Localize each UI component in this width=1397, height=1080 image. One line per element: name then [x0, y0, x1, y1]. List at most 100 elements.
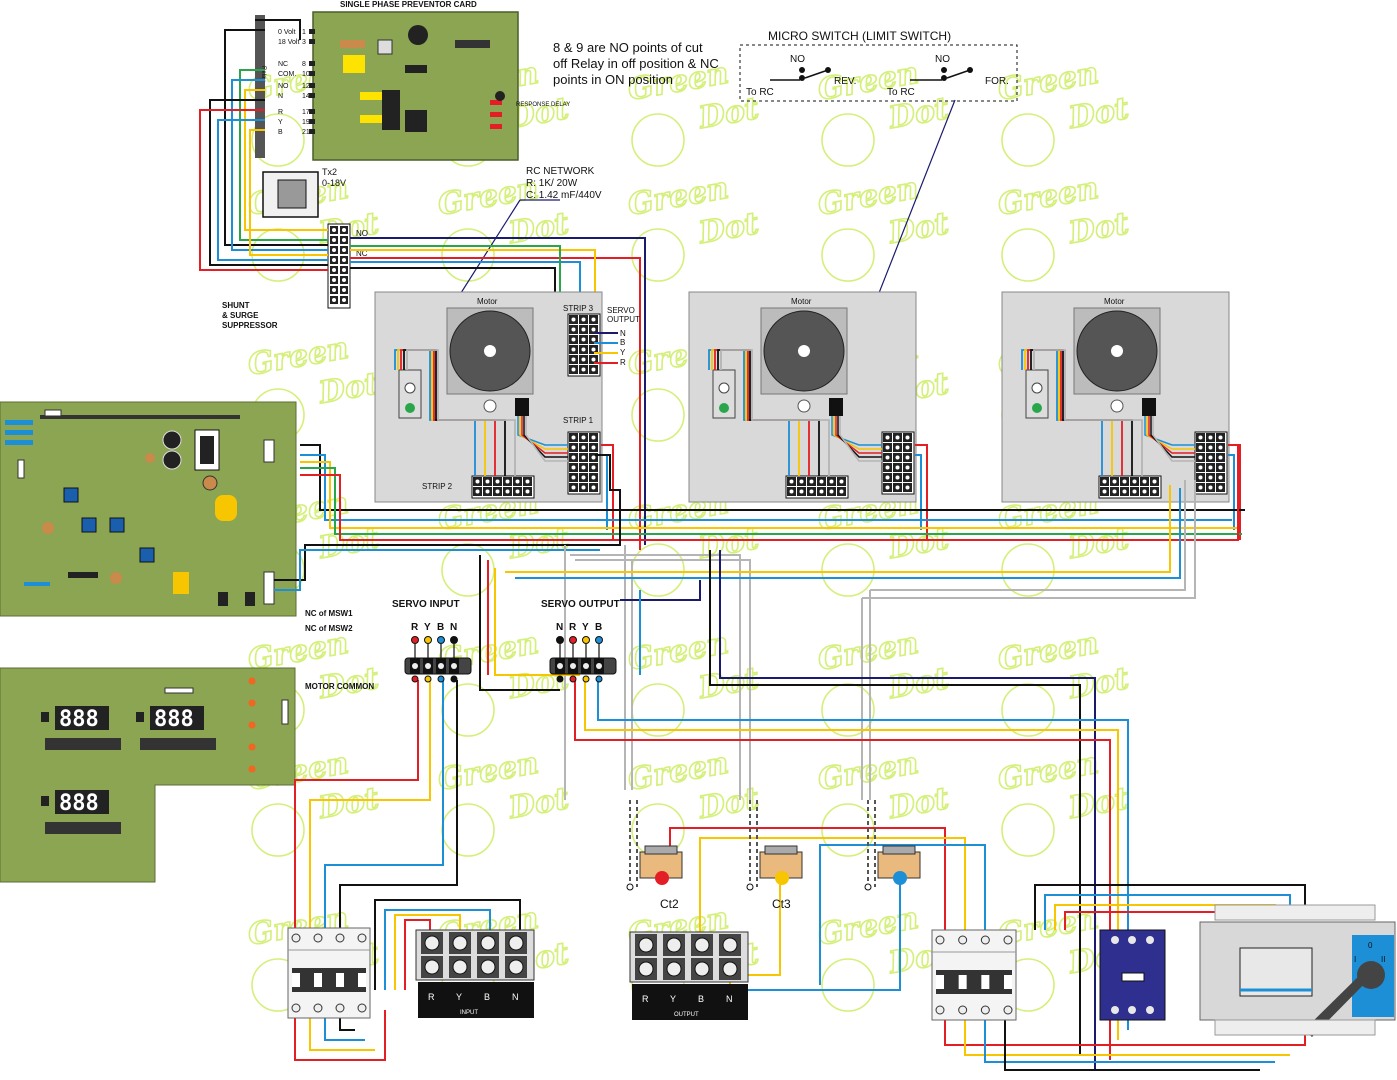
panel-wire: [1024, 349, 1113, 476]
pcb-cap-6: [110, 572, 122, 584]
motor-label: Motor: [477, 297, 498, 306]
grey-5: [862, 480, 1196, 599]
watermark-dot: Dot: [885, 661, 951, 706]
output-mcb-toggle: [936, 975, 944, 989]
pcb-cap-3: [202, 475, 218, 491]
strip-1-screw: [905, 435, 910, 440]
output-terminal-screw-top: [694, 937, 710, 953]
down-blue: [324, 680, 444, 930]
strip-3-screw: [591, 347, 596, 352]
strip-1-screw: [571, 475, 576, 480]
strip-3-screw: [581, 347, 586, 352]
strip-2-screw: [525, 489, 530, 494]
output-terminal-screw-bottom: [722, 961, 738, 977]
strip-2-screw: [839, 489, 844, 494]
servo-out-screw: [596, 663, 602, 669]
strip-2-screw: [1142, 479, 1147, 484]
input-terminal-letter: B: [484, 992, 490, 1002]
strip-3-screw: [571, 367, 576, 372]
panel-wire-2: [519, 416, 568, 450]
shunt-screw: [332, 238, 336, 242]
strip-3-screw: [591, 337, 596, 342]
servo-in-screw: [451, 663, 457, 669]
grey-4: [870, 480, 1186, 591]
pcb-transformer-core: [200, 436, 214, 464]
servo-in-dot: [437, 636, 445, 644]
display-transistor: [41, 712, 49, 722]
contactor-window: [1121, 972, 1145, 982]
strip-2-screw: [1142, 489, 1147, 494]
watermark-dot: Dot: [885, 781, 951, 826]
note-line-3: points in ON position: [553, 72, 673, 87]
strip-3-screw: [571, 317, 576, 322]
shunt-screw: [342, 238, 346, 242]
strip-1-screw: [581, 445, 586, 450]
servo-out-phase-y: Y: [620, 348, 626, 357]
pcb-relay-2: [173, 572, 189, 594]
card-pin-name: 18 Volt: [278, 39, 299, 46]
watermark-circle: [821, 228, 875, 282]
card-connector: [255, 15, 265, 158]
preset-3: [490, 124, 502, 129]
panel-wire: [1021, 349, 1103, 476]
watermark-circle: [631, 683, 685, 737]
input-mcb-screw-bottom: [357, 1003, 367, 1013]
single-phase-preventor-card: SINGLE PHASE PREVENTOR CARD Relay 0 Volt…: [255, 0, 570, 161]
contactor-screw-3: [1146, 936, 1154, 944]
watermark-circle: [821, 113, 875, 167]
panel-wire: [406, 349, 516, 476]
output-mcb: [931, 929, 1017, 1021]
tx2-label: Tx2: [322, 167, 337, 177]
limit-switch-body: [829, 398, 843, 416]
strip-1-screw: [895, 485, 900, 490]
strip-1-screw: [1218, 475, 1223, 480]
pot-led: [719, 403, 729, 413]
top-right-red: [1064, 911, 1260, 930]
pcb-reg-2: [245, 592, 255, 606]
servo-in-screw: [425, 663, 431, 669]
strip-1-screw: [591, 445, 596, 450]
strip-1-screw: [581, 465, 586, 470]
strip-1-screw: [895, 445, 900, 450]
card-pin-number: 8: [302, 61, 306, 68]
display-driver-ic: [45, 738, 121, 750]
strip-2: [1098, 475, 1162, 499]
watermark-circle: [1001, 683, 1055, 737]
servo-in-letter: B: [437, 622, 444, 633]
strip-2-screw: [1132, 479, 1137, 484]
output-terminal-screw-bottom: [638, 961, 654, 977]
panel-wire: [403, 349, 506, 476]
in-link-red: [404, 919, 431, 990]
strip-2-screw: [485, 489, 490, 494]
watermark-dot: Dot: [315, 781, 381, 826]
watermark-circle: [631, 388, 685, 442]
w-card-a: [255, 19, 301, 40]
strip-1: [1194, 431, 1228, 495]
tx2-voltage: 0-18V: [322, 178, 346, 188]
down-red: [294, 680, 419, 930]
strip-1-screw: [1208, 445, 1213, 450]
strip-3: [567, 313, 601, 377]
watermark-circle: [441, 683, 495, 737]
servo-in-screw: [412, 663, 418, 669]
response-delay: RESPONSE DELAY: [516, 102, 570, 108]
strip-2-screw: [505, 479, 510, 484]
strip-2-screw: [1112, 479, 1117, 484]
servo-in-dot: [424, 636, 432, 644]
servo-out-out-dot: [582, 675, 590, 683]
input-mcb-toggle: [336, 973, 344, 987]
switch-zero: 0: [1368, 941, 1373, 950]
preset-2: [490, 112, 502, 117]
output-mcb-toggle: [1004, 975, 1012, 989]
panel-wire: [1030, 349, 1133, 476]
input-mcb-screw-bottom: [291, 1003, 301, 1013]
breakers: [287, 927, 1017, 1021]
panel-wire: [394, 349, 476, 476]
input-mcb-screw-bottom: [313, 1003, 323, 1013]
shunt-screw: [342, 228, 346, 232]
in-link-yellow: [394, 914, 461, 990]
strip-1-screw: [1218, 445, 1223, 450]
servo-in-dot: [411, 636, 419, 644]
